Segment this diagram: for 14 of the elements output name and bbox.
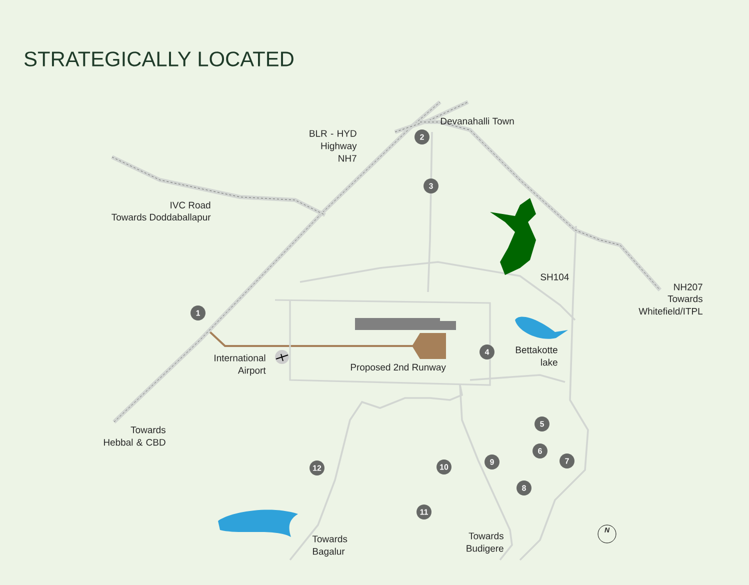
map-label: BLR - HYD Highway NH7 bbox=[310, 130, 357, 162]
map-label: Devanahalli Town bbox=[440, 118, 514, 124]
map-label: Towards Doddaballapur bbox=[112, 214, 211, 222]
map-label: Proposed 2nd Runway bbox=[350, 364, 446, 372]
title: STRATEGICALLY LOCATED bbox=[24, 52, 294, 66]
map-label: International Airport bbox=[214, 354, 266, 376]
map-label: SH104 bbox=[540, 274, 569, 280]
map-label: Towards Whitefield/ITPL bbox=[638, 295, 702, 315]
map-label: Towards Hebbal & CBD bbox=[104, 426, 166, 446]
map-label: Towards Budigere bbox=[466, 532, 504, 554]
map-label: NH207 bbox=[674, 284, 702, 290]
map-label: IVC Road bbox=[170, 202, 210, 208]
map-label: Towards Bagalur bbox=[312, 535, 348, 557]
map-label: Bettakotte lake bbox=[516, 346, 558, 366]
